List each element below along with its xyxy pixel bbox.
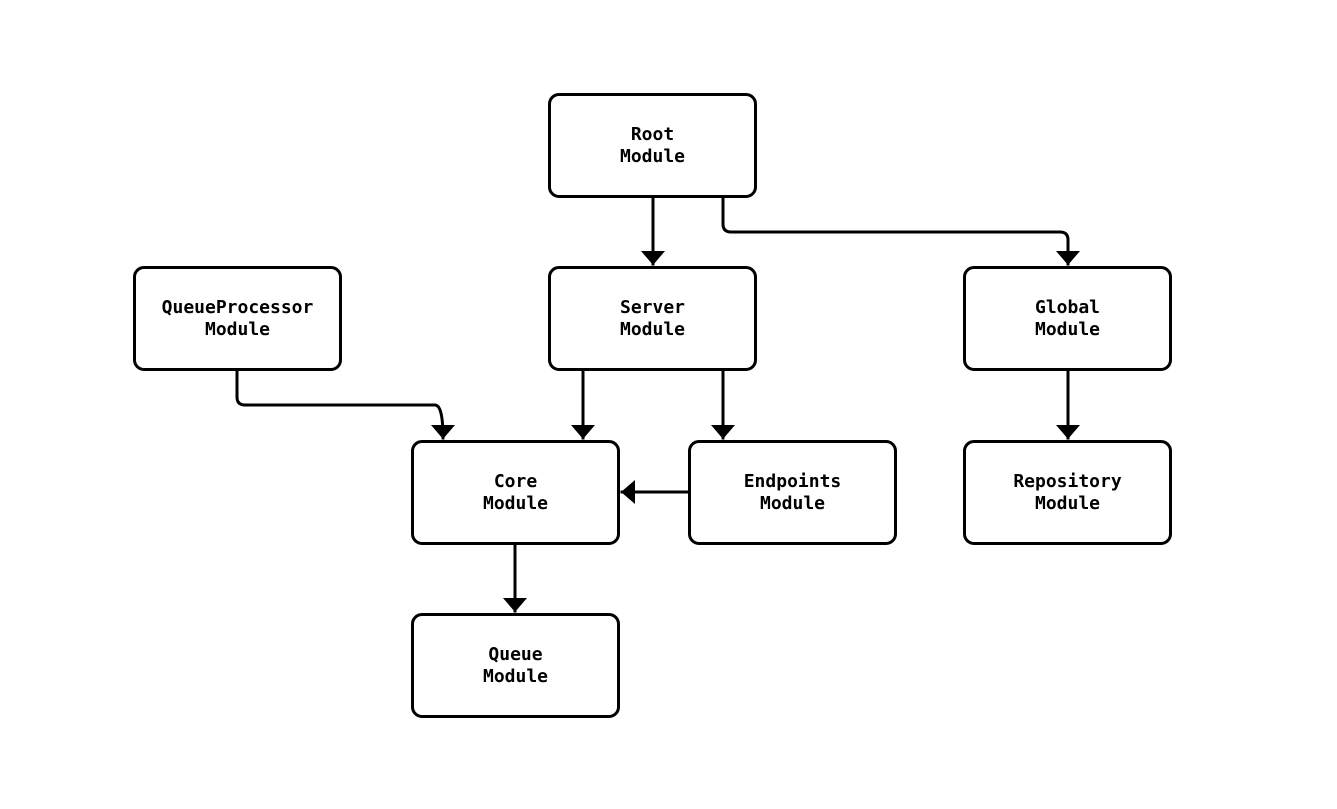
- edge-queueprocessor-to-core: [235, 370, 455, 440]
- node-label: Root: [630, 123, 675, 145]
- node-label: Module: [482, 492, 549, 514]
- node-core-module: Core Module: [411, 440, 620, 545]
- edge-root-to-global: [721, 196, 1080, 266]
- node-label: Core: [493, 470, 538, 492]
- node-label: Module: [1034, 318, 1101, 340]
- node-label: Endpoints: [743, 470, 842, 492]
- node-label: Module: [759, 492, 826, 514]
- node-label: Module: [482, 665, 549, 687]
- node-server-module: Server Module: [548, 266, 757, 371]
- node-label: Module: [619, 145, 686, 167]
- node-label: Queue: [488, 643, 543, 665]
- node-label: Module: [619, 318, 686, 340]
- node-repository-module: Repository Module: [963, 440, 1172, 545]
- node-label: Module: [204, 318, 271, 340]
- node-global-module: Global Module: [963, 266, 1172, 371]
- node-queueprocessor-module: QueueProcessor Module: [133, 266, 342, 371]
- node-label: Server: [619, 296, 686, 318]
- node-label: Global: [1034, 296, 1101, 318]
- node-queue-module: Queue Module: [411, 613, 620, 718]
- node-root-module: Root Module: [548, 93, 757, 198]
- node-label: Repository: [1013, 470, 1122, 492]
- node-label: Module: [1034, 492, 1101, 514]
- node-endpoints-module: Endpoints Module: [688, 440, 897, 545]
- node-label: QueueProcessor: [161, 296, 314, 318]
